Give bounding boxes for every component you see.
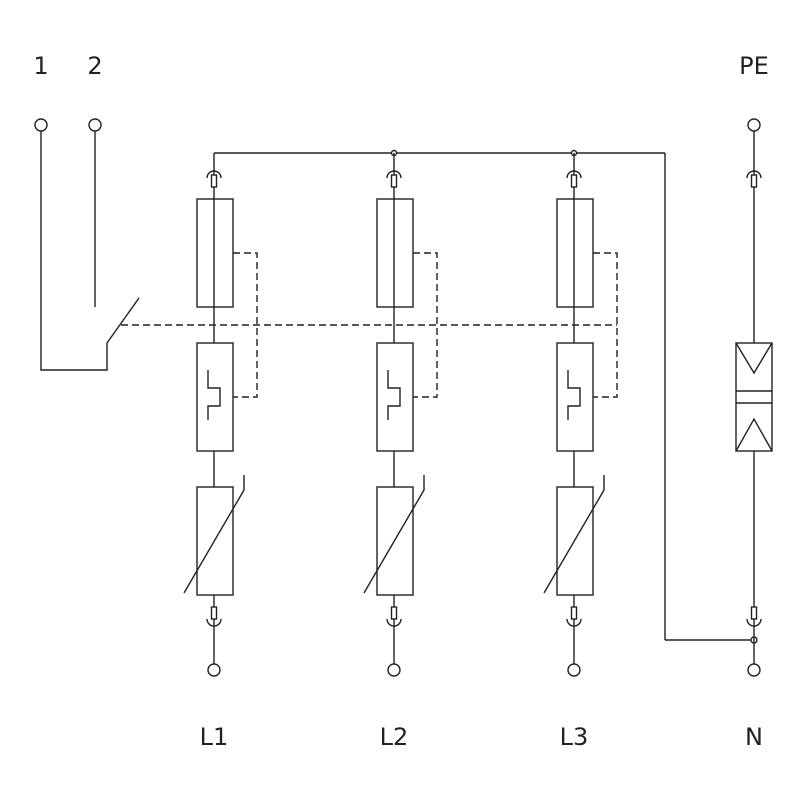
terminal-label-1: 1: [33, 52, 49, 80]
thermal-switch-icon: [207, 370, 221, 420]
fuse-link-icon: [750, 174, 758, 188]
terminal-l3-circle: [567, 663, 581, 677]
fuse-link-icon: [390, 606, 398, 620]
fuse-box: [196, 198, 234, 308]
fuse-box: [556, 198, 594, 308]
thermal-disconnector-box: [556, 342, 594, 452]
connector-arc-icon: [566, 170, 582, 179]
terminal-l2-circle: [387, 663, 401, 677]
terminal-n-circle: [747, 663, 761, 677]
varistor-diagonal-icon: [183, 475, 245, 594]
terminal-pe-circle: [747, 118, 761, 132]
connector-arc-icon: [746, 170, 762, 179]
fuse-link-icon: [210, 174, 218, 188]
fuse-link-icon: [570, 606, 578, 620]
fuse-monitor-dashed: [413, 252, 438, 398]
connector-arc-icon: [206, 618, 222, 627]
fuse-box: [376, 198, 414, 308]
varistor-diagonal-icon: [543, 475, 605, 594]
thermal-disconnector-box: [196, 342, 234, 452]
spark-gap-icon: [735, 342, 773, 375]
terminal-label-pe: PE: [739, 52, 769, 80]
terminal-label-l2: L2: [379, 723, 409, 751]
connector-arc-icon: [386, 618, 402, 627]
terminal-label-l3: L3: [559, 723, 589, 751]
thermal-disconnector-box: [376, 342, 414, 452]
spark-gap-icon: [735, 417, 773, 452]
thermal-switch-icon: [387, 370, 401, 420]
connector-arc-icon: [566, 618, 582, 627]
terminal-l1-circle: [207, 663, 221, 677]
connector-arc-icon: [746, 618, 762, 627]
connector-arc-icon: [386, 170, 402, 179]
thermal-switch-icon: [567, 370, 581, 420]
terminal-1-circle: [34, 118, 48, 132]
terminal-label-l1: L1: [199, 723, 229, 751]
connector-arc-icon: [206, 170, 222, 179]
fuse-link-icon: [570, 174, 578, 188]
fuse-monitor-dashed: [233, 252, 258, 398]
terminal-label-n: N: [745, 723, 763, 751]
fuse-link-icon: [210, 606, 218, 620]
terminal-label-2: 2: [87, 52, 103, 80]
switch-contact-line: [40, 131, 140, 371]
gas-discharge-tube-box: [735, 342, 773, 452]
fuse-link-icon: [390, 174, 398, 188]
varistor-diagonal-icon: [363, 475, 425, 594]
fuse-monitor-dashed: [593, 252, 618, 398]
fuse-link-icon: [750, 606, 758, 620]
terminal-2-circle: [88, 118, 102, 132]
